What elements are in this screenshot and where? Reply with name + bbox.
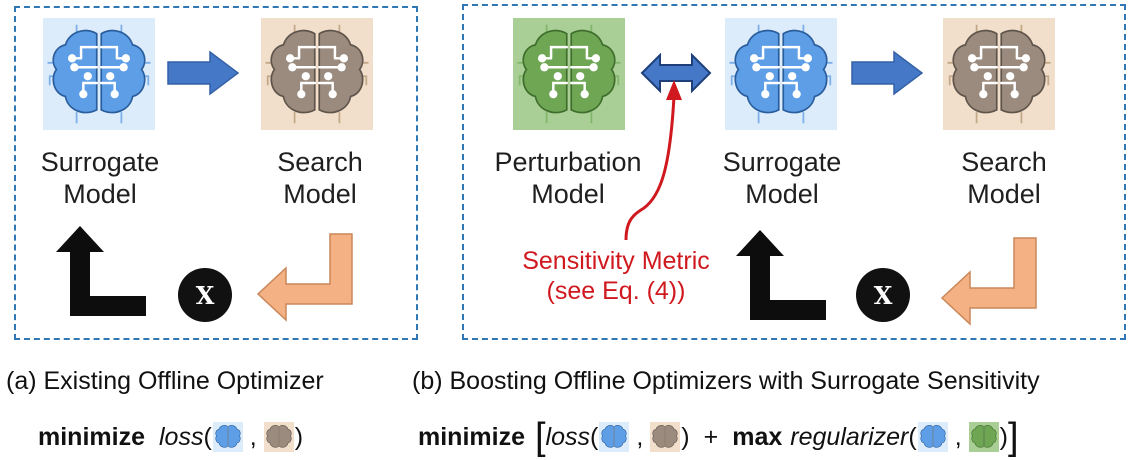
caption-b: (b) Boosting Offline Optimizers with Sur… [412,367,1040,395]
formula-b-fn1: loss [545,423,591,451]
formula-b-close2: ) [999,423,1008,451]
formula-b-open2: ( [908,423,917,451]
caption-a: (a) Existing Offline Optimizer [6,367,324,395]
formula-a: minimize loss ( , ) [38,421,303,453]
surrogate-label-line2: Model [63,179,137,209]
formula-b-max: max [732,423,783,451]
formula-b-fn2: regularizer [790,423,909,451]
search-model-icon [261,18,373,130]
formula-b-rbracket: ] [1008,416,1019,458]
sensitivity-metric-label: Sensitivity Metric (see Eq. (4)) [486,246,746,306]
surrogate-model-icon [43,18,155,130]
formula-b-keyword: minimize [418,423,525,451]
surrogate-chip-icon-b1 [599,422,630,452]
search-chip-icon [263,422,294,452]
formula-b-close1: ) [681,423,690,451]
search-chip-icon-b [650,422,681,452]
x-node: X [178,268,232,322]
panel-a-frame [14,6,418,340]
formula-a-open: ( [203,423,212,451]
x-node-b: X [856,268,910,322]
formula-b-lbracket: [ [534,416,546,458]
perturbation-label-line1: Perturbation [494,147,642,177]
metric-label-line2: (see Eq. (4)) [546,277,686,305]
search-model-icon-b [943,18,1055,130]
panel-b-frame [462,4,1126,340]
orange-corner-arrow-icon [256,233,353,322]
search-model-label-b: Search Model [924,146,1084,210]
formula-b-comma1: , [636,423,644,451]
search-label-line1: Search [277,147,363,177]
formula-a-fn: loss [158,423,204,451]
search-model-label: Search Model [240,146,400,210]
surrogate-chip-icon [212,422,243,452]
surrogate-b-label-line1: Surrogate [722,147,842,177]
search-b-label-line2: Model [967,179,1041,209]
perturbation-model-icon [513,18,625,130]
black-corner-arrow-icon-b [736,230,826,320]
formula-a-keyword: minimize [38,423,145,451]
formula-b: minimize [ loss ( , ) + max regularizer … [418,416,1019,458]
formula-b-comma2: , [954,423,962,451]
formula-a-comma: , [249,423,257,451]
perturbation-model-label: Perturbation Model [478,146,658,210]
arrow-right-icon-b [851,50,924,96]
surrogate-label-line1: Surrogate [40,147,160,177]
surrogate-chip-icon-b2 [917,422,948,452]
metric-label-line1: Sensitivity Metric [522,247,710,275]
surrogate-model-label-b: Surrogate Model [702,146,862,210]
black-corner-arrow-icon [56,226,146,316]
surrogate-model-icon-b [725,18,837,130]
x-symbol: X [195,280,215,310]
orange-corner-arrow-icon-b [940,237,1037,326]
formula-b-open1: ( [590,423,599,451]
double-arrow-icon [640,52,712,94]
surrogate-b-label-line2: Model [745,179,819,209]
surrogate-model-label: Surrogate Model [20,146,180,210]
formula-b-plus: + [703,423,719,451]
perturbation-chip-icon [968,422,999,452]
formula-a-close: ) [294,423,304,451]
sensitivity-pointer-arrow [624,80,682,241]
search-b-label-line1: Search [961,147,1047,177]
arrow-right-icon [167,50,240,96]
perturbation-label-line2: Model [531,179,605,209]
search-label-line2: Model [283,179,357,209]
x-symbol-b: X [873,280,893,310]
